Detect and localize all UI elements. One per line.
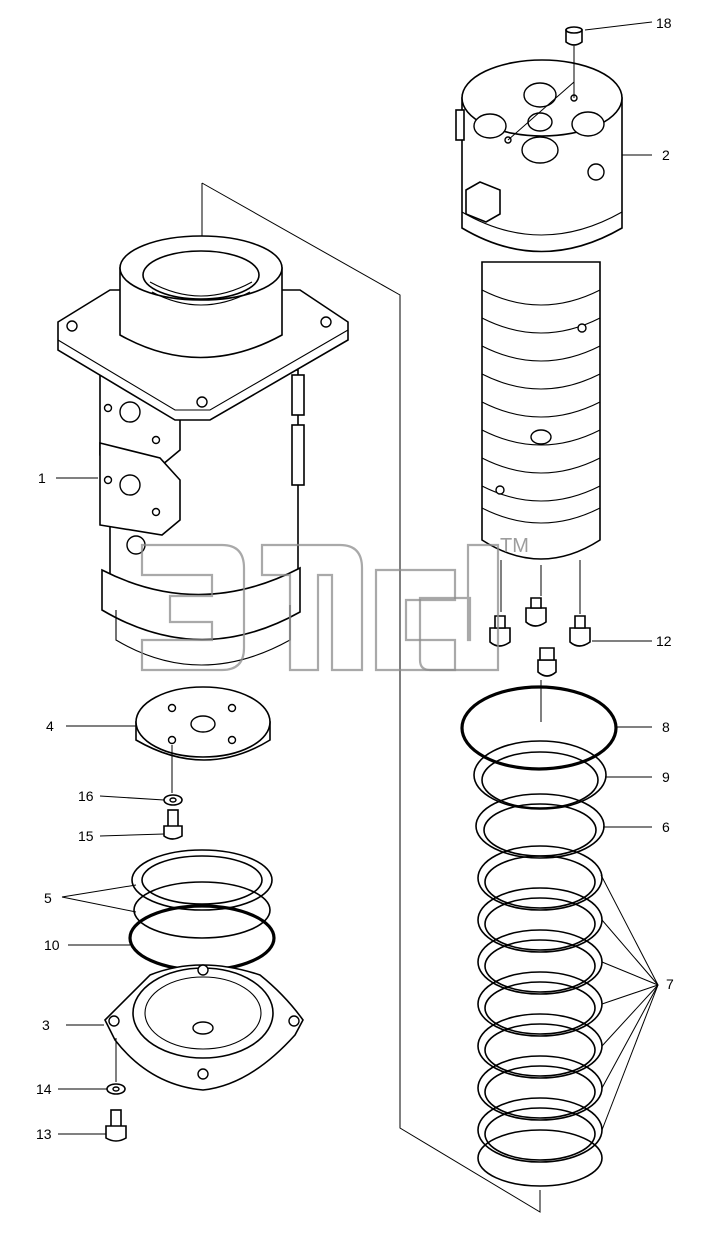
callout-6: 6 [662, 819, 670, 835]
callout-8: 8 [662, 719, 670, 735]
ring-part-9 [473, 740, 607, 810]
callout-leaders [56, 21, 659, 1135]
plug-part-18 [507, 26, 583, 141]
watermark-trademark: TM [500, 535, 529, 557]
plug-part-12 [489, 560, 591, 677]
seal-rings-part-7 [477, 845, 603, 1187]
callout-14: 14 [36, 1081, 52, 1097]
callout-12: 12 [656, 633, 672, 649]
cover-plate-part-4 [135, 686, 271, 761]
callout-18: 18 [656, 15, 672, 31]
callout-10: 10 [44, 937, 60, 953]
oring-part-8 [460, 680, 618, 771]
callout-13: 13 [36, 1126, 52, 1142]
callout-labels: 1 2 3 4 5 6 7 8 9 10 12 13 14 15 16 18 [36, 15, 674, 1142]
callout-15: 15 [78, 828, 94, 844]
callout-4: 4 [46, 718, 54, 734]
bolt-part-15 [163, 809, 183, 840]
callout-9: 9 [662, 769, 670, 785]
watermark-logo: TM [140, 535, 529, 672]
swivel-body-part-1 [57, 235, 349, 666]
bottom-cover-part-3 [104, 964, 304, 1091]
callout-7: 7 [666, 976, 674, 992]
spindle-part-2 [455, 59, 623, 560]
bolt-part-13 [105, 1109, 127, 1142]
callout-2: 2 [662, 147, 670, 163]
ring-part-5 [131, 849, 273, 939]
callout-3: 3 [42, 1017, 50, 1033]
callout-5: 5 [44, 890, 52, 906]
callout-1: 1 [38, 470, 46, 486]
callout-16: 16 [78, 788, 94, 804]
ring-part-6 [475, 793, 605, 859]
